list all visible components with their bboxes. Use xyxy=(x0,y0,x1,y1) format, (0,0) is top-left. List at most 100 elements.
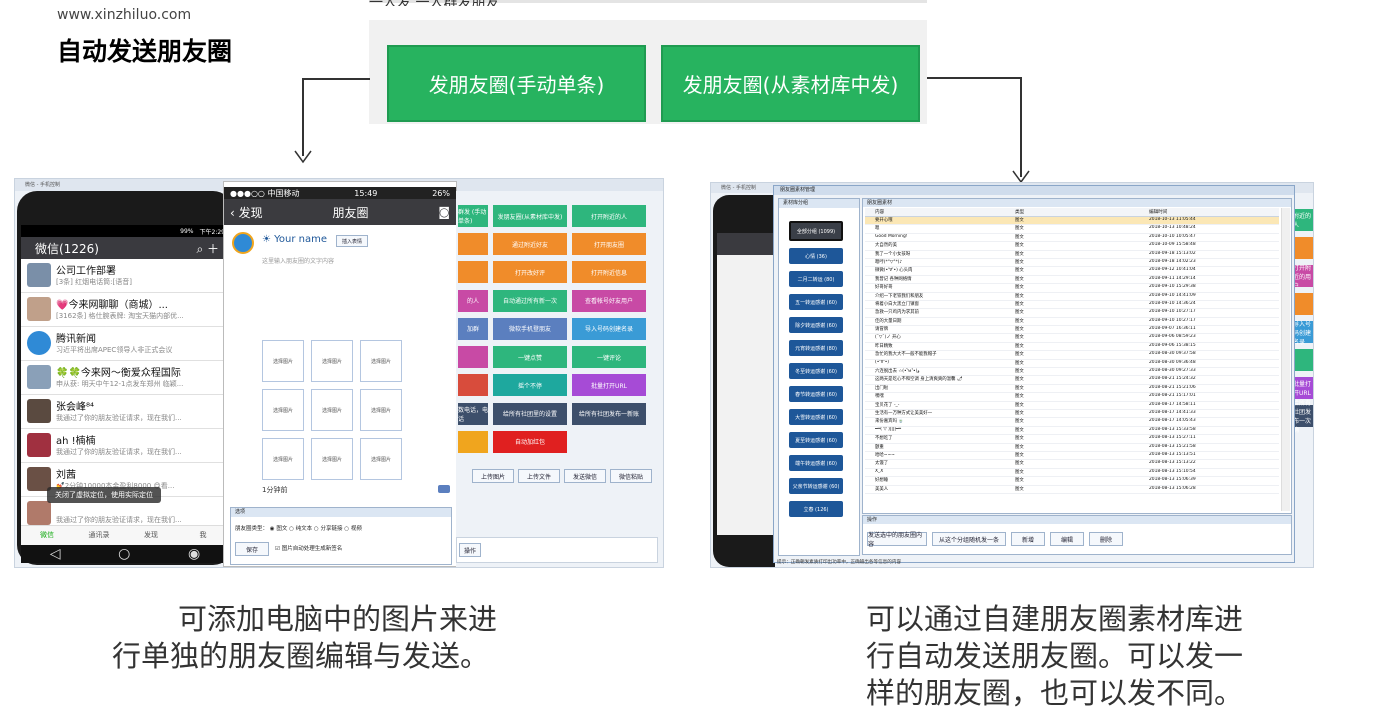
table-scrollbar[interactable] xyxy=(1281,208,1290,511)
image-slot[interactable]: 选择图片 xyxy=(311,389,353,431)
category-button[interactable]: 夏至转运感谢 (60) xyxy=(789,432,843,448)
func-button[interactable]: 数电话，电话 xyxy=(458,402,488,425)
radio-image-text[interactable]: ◉ 图文 xyxy=(269,526,288,532)
bg-side-button[interactable]: 附近的人 xyxy=(1293,209,1313,231)
func-button[interactable]: 加群 xyxy=(458,317,488,340)
func-button[interactable]: 一键点赞 xyxy=(493,346,567,369)
func-button[interactable]: 打开改好评 xyxy=(493,261,567,284)
delete-button[interactable]: 删除 xyxy=(1089,532,1123,546)
edit-button[interactable]: 编辑 xyxy=(1050,532,1084,546)
category-button[interactable]: 心情 (36) xyxy=(789,248,843,264)
func-button[interactable]: 打开附近信息 xyxy=(572,261,646,284)
tab-wechat[interactable]: 微信 xyxy=(40,531,54,539)
image-slot[interactable]: 选择图片 xyxy=(262,340,304,382)
upload-image-button[interactable]: 上传图片 xyxy=(472,469,514,483)
func-button[interactable]: 导入号码创建名录 xyxy=(572,317,646,340)
bg-side-button[interactable]: 批量打开URL xyxy=(1293,377,1313,399)
insert-emoji-button[interactable]: 插入表情 xyxy=(336,235,368,247)
camera-app-icon[interactable]: ◉ xyxy=(187,546,201,562)
category-button[interactable]: 父亲节转运感谢 (60) xyxy=(789,478,843,494)
bg-side-button[interactable]: 打开附近的用户 xyxy=(1293,264,1313,290)
func-button[interactable]: 通过附近好友 xyxy=(493,233,567,256)
tab-discover[interactable]: 发现 xyxy=(144,531,158,539)
func-button[interactable] xyxy=(458,430,488,453)
radio-video[interactable]: ○ 视频 xyxy=(344,526,362,532)
func-button[interactable]: 微软手机登朋友 xyxy=(493,317,567,340)
func-button[interactable] xyxy=(458,261,488,284)
back-button[interactable]: ‹ 发现 xyxy=(230,205,263,220)
category-button[interactable]: 春节转运感谢 (60) xyxy=(789,386,843,402)
func-button[interactable]: 群发 (手动单条) xyxy=(458,205,488,227)
category-button[interactable]: 五一转运感谢 (60) xyxy=(789,294,843,310)
search-icon[interactable]: ⌕ ＋ xyxy=(196,241,219,256)
func-button[interactable]: 自动通过所有新一次 xyxy=(493,289,567,312)
radio-text-only[interactable]: ○ 纯文本 xyxy=(289,526,313,532)
post-moment-manual-button[interactable]: 发朋友圈(手动单条) xyxy=(387,45,646,122)
image-slot[interactable]: 选择图片 xyxy=(262,438,304,480)
tab-contacts[interactable]: 通讯录 xyxy=(88,531,110,539)
save-button[interactable]: 保存 xyxy=(235,542,269,556)
tab-me[interactable]: 我 xyxy=(199,531,207,539)
func-button[interactable]: 给所有社团里的设置 xyxy=(493,402,567,425)
chat-row[interactable]: 💗今来网聊聊（商城）...[3162条] 格仕腕表牌: 淘宝天猫内部优... xyxy=(21,293,229,327)
func-button[interactable]: 批量打开URL xyxy=(572,374,646,397)
func-button[interactable]: 的人 xyxy=(458,289,488,312)
auto-sign-checkbox[interactable]: ☑ 图片自动处理生成新签名 xyxy=(275,546,343,552)
post-moment-library-button[interactable]: 发朋友圈(从素材库中发) xyxy=(661,45,920,122)
func-button[interactable]: 打开朋友圈 xyxy=(572,233,646,256)
bg-side-button[interactable] xyxy=(1293,293,1313,315)
category-button[interactable]: 端午转运感谢 (60) xyxy=(789,455,843,471)
upload-file-button[interactable]: 上传文件 xyxy=(518,469,560,483)
chat-row[interactable]: 腾讯新闻习近平将出席APEC领导人非正式会议 xyxy=(21,327,229,361)
bg-side-button[interactable]: 给所有社团发布一次确 xyxy=(1293,400,1313,434)
chat-row[interactable]: 🍀🍀今来网〜衡爱众程国际申从获: 明天中午12-1点发车郑州 临颖... xyxy=(21,361,229,395)
image-slot[interactable]: 选择图片 xyxy=(311,438,353,480)
image-slot[interactable]: 选择图片 xyxy=(360,389,402,431)
category-button[interactable]: 二月二转运 (80) xyxy=(789,271,843,287)
category-button[interactable]: 元宵转运感谢 (80) xyxy=(789,340,843,356)
add-button[interactable]: 新增 xyxy=(1011,532,1045,546)
func-button[interactable]: 摇个不停 xyxy=(493,374,567,397)
image-slot[interactable]: 选择图片 xyxy=(262,389,304,431)
category-button[interactable]: 立春 (126) xyxy=(789,501,843,517)
func-button[interactable] xyxy=(458,374,488,397)
random-send-button[interactable]: 从这个分组随机发一条 xyxy=(932,532,1006,546)
image-slot[interactable]: 选择图片 xyxy=(360,340,402,382)
bg-side-button[interactable] xyxy=(1293,237,1313,259)
camera-icon[interactable]: ◙ xyxy=(438,205,450,219)
category-button[interactable]: 冬至转运感谢 (60) xyxy=(789,363,843,379)
send-wechat-button[interactable]: 发送微信 xyxy=(564,469,606,483)
radio-share-link[interactable]: ○ 分享链接 xyxy=(313,526,343,532)
image-slot[interactable]: 选择图片 xyxy=(360,438,402,480)
category-button-all[interactable]: 全部分组 (1099) xyxy=(789,221,843,241)
chat-row[interactable]: 公司工作部署[3条] 红烟电话筒:[语音] xyxy=(21,259,229,293)
func-button[interactable] xyxy=(458,346,488,369)
